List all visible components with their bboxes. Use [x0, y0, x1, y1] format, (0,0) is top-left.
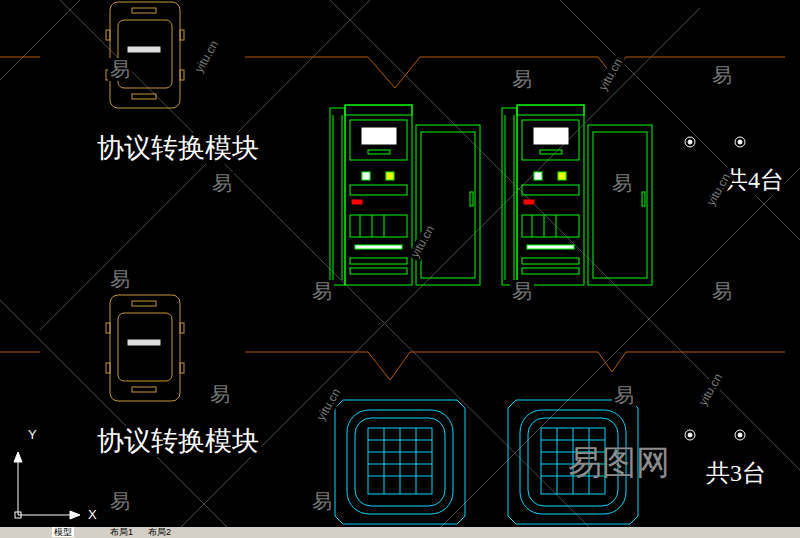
- layout-tab: 模型: [52, 527, 74, 537]
- watermark: 易: [310, 280, 334, 303]
- ucs-axis-icon: [18, 455, 19, 515]
- control-cabinet: [350, 120, 407, 160]
- protocol-module-symbol: [128, 47, 160, 52]
- outlet-symbol: [738, 140, 742, 144]
- ucs-axis-icon: [14, 452, 22, 462]
- quantity-note: 共3台: [704, 460, 768, 488]
- roof-outline: [245, 352, 785, 380]
- watermark: 易: [610, 172, 634, 195]
- roof-outline: [0, 352, 40, 353]
- control-cabinet: [416, 125, 480, 285]
- control-cabinet: [502, 105, 652, 285]
- control-cabinet: [352, 200, 362, 204]
- roof-outline: [0, 57, 40, 58]
- watermark-lattice: [170, 8, 700, 538]
- watermark: 易: [710, 64, 734, 87]
- watermark: 易: [710, 280, 734, 303]
- watermark-lattice: [60, 0, 600, 538]
- cassette-ac-unit: [335, 400, 465, 524]
- watermark-lattice: [560, 0, 800, 240]
- watermark: 易: [210, 172, 234, 195]
- cassette-ac-unit: [400, 428, 401, 494]
- ucs-axis-icon: [18, 515, 74, 516]
- watermark: yitu.cn: [314, 385, 345, 425]
- outlet-symbol: [685, 430, 695, 440]
- control-cabinet: [372, 215, 373, 237]
- module-label: 协议转换模块: [95, 133, 261, 164]
- outlet-symbol: [735, 430, 745, 440]
- watermark: 易: [108, 490, 132, 513]
- watermark-lattice: [430, 168, 800, 538]
- watermark: 易: [108, 58, 132, 81]
- control-cabinet: [470, 192, 473, 206]
- outlet-symbol: [688, 140, 692, 144]
- control-cabinet: [350, 185, 407, 195]
- module-label: 协议转换模块: [95, 426, 261, 457]
- control-cabinet: [330, 108, 345, 285]
- control-cabinet: [345, 105, 412, 285]
- protocol-module-symbol: [110, 2, 180, 108]
- control-cabinet: [333, 115, 334, 280]
- control-cabinet: [368, 150, 390, 154]
- watermark-logo: 易图网: [566, 443, 672, 482]
- control-cabinet: [342, 115, 343, 280]
- watermark: 易: [310, 490, 334, 513]
- control-cabinet: [384, 215, 385, 237]
- protocol-module-symbol: [106, 30, 110, 40]
- cassette-ac-unit: [416, 428, 417, 494]
- outlet-symbol: [735, 137, 745, 147]
- cassette-ac-unit: [384, 428, 385, 494]
- layout-tab: 布局1: [108, 527, 135, 537]
- control-cabinet: [421, 132, 475, 278]
- protocol-module-symbol: [106, 2, 184, 108]
- axis-label: X: [86, 508, 99, 523]
- watermark: yitu.cn: [192, 37, 223, 77]
- layout-tab: 布局2: [146, 527, 173, 537]
- control-cabinet: [360, 215, 361, 237]
- ucs-axis-icon: [14, 452, 80, 519]
- protocol-module-symbol: [132, 8, 156, 13]
- protocol-module-symbol: [180, 30, 184, 40]
- outlet-symbol: [738, 433, 742, 437]
- watermark-lattice: [0, 0, 80, 80]
- control-cabinet: [350, 258, 407, 264]
- outlet-symbol: [685, 137, 695, 147]
- axis-label: Y: [26, 428, 39, 443]
- watermark: 易: [108, 268, 132, 291]
- control-cabinet: [345, 105, 412, 115]
- cassette-ac-unit: [368, 428, 432, 494]
- ucs-axis-icon: [70, 511, 80, 519]
- control-cabinet: [355, 245, 402, 249]
- protocol-module-symbol: [132, 94, 156, 99]
- control-cabinet: [386, 172, 394, 180]
- watermark: 易: [510, 68, 534, 91]
- outlet-symbol: [688, 433, 692, 437]
- watermark-lattice: [40, 0, 370, 330]
- watermark: 易: [510, 280, 534, 303]
- control-cabinet: [350, 215, 407, 237]
- control-cabinet: [330, 105, 480, 285]
- watermark: 易: [208, 383, 232, 406]
- cassette-ac-unit: [335, 400, 465, 524]
- layout-tab-bar: [0, 527, 800, 538]
- cassette-ac-unit: [355, 418, 445, 506]
- watermark: yitu.cn: [696, 370, 727, 410]
- watermark: 易: [612, 384, 636, 407]
- protocol-module-symbol: [180, 70, 184, 80]
- control-cabinet: [350, 268, 407, 274]
- protocol-module-symbol: [106, 295, 184, 401]
- watermark-lattice: [0, 300, 238, 538]
- control-cabinet: [362, 172, 370, 180]
- ucs-axis-icon: [15, 512, 21, 518]
- cassette-ac-unit: [347, 410, 453, 514]
- control-cabinet: [362, 128, 396, 144]
